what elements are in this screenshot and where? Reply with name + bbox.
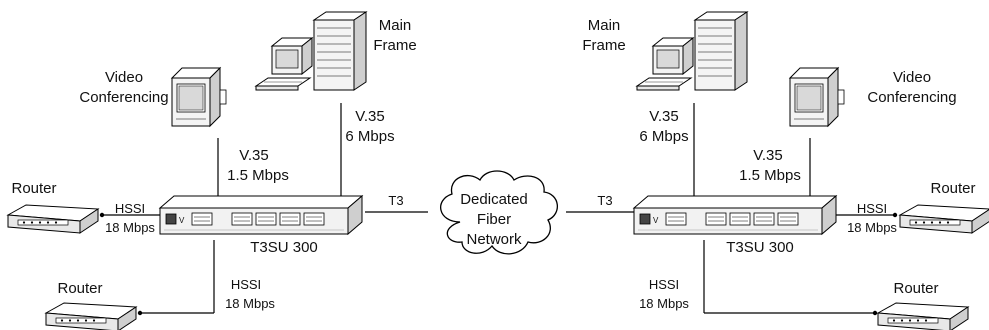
left-v35-mainframe-label-line2: 6 Mbps (345, 128, 394, 145)
left-mainframe-label-line1: Main (379, 17, 412, 34)
left-v35-mainframe-label-line1: V.35 (355, 108, 384, 125)
right-t3su-unit-icon (633, 195, 837, 235)
left-v35-video-label-line1: V.35 (239, 147, 268, 164)
left-video-label-line1: Video (105, 69, 143, 86)
left-t3-label: T3 (388, 193, 403, 208)
right-router-bottom-port-dot (872, 310, 878, 316)
left-router-top-label: Router (11, 180, 56, 197)
left-router-top-port-dot (99, 212, 105, 218)
right-router-top-port-dot (892, 212, 898, 218)
right-mainframe-label-line1: Main (588, 17, 621, 34)
right-video-label-line1: Video (893, 69, 931, 86)
left-video-conferencing-icon (171, 67, 227, 127)
left-hssi-bottom-label-line2: 18 Mbps (225, 296, 275, 311)
left-router-bottom-port-dot (137, 310, 143, 316)
right-v35-video-label-line1: V.35 (753, 147, 782, 164)
left-t3su-unit-icon (159, 195, 363, 235)
left-mainframe-icon (255, 11, 367, 91)
cloud-label-line1: Dedicated (460, 191, 528, 208)
right-hssi-top-label-line1: HSSI (857, 201, 887, 216)
right-v35-mainframe-label-line2: 6 Mbps (639, 128, 688, 145)
right-hssi-bottom-label-line1: HSSI (649, 277, 679, 292)
right-router-top-label: Router (930, 180, 975, 197)
right-t3-label: T3 (597, 193, 612, 208)
left-v35-video-label-line2: 1.5 Mbps (227, 167, 289, 184)
left-video-label-line2: Conferencing (79, 89, 168, 106)
right-t3su-label: T3SU 300 (726, 239, 794, 256)
right-mainframe-icon (636, 11, 748, 91)
right-video-label-line2: Conferencing (867, 89, 956, 106)
right-hssi-top-label-line2: 18 Mbps (847, 220, 897, 235)
right-mainframe-label-line2: Frame (582, 37, 625, 54)
left-hssi-top-label-line1: HSSI (115, 201, 145, 216)
left-router-bottom-icon (45, 302, 137, 330)
left-t3su-label: T3SU 300 (250, 239, 318, 256)
left-hssi-bottom-label-line1: HSSI (231, 277, 261, 292)
right-video-conferencing-icon (789, 67, 845, 127)
left-mainframe-label-line2: Frame (373, 37, 416, 54)
left-hssi-top-label-line2: 18 Mbps (105, 220, 155, 235)
right-router-bottom-label: Router (893, 280, 938, 297)
right-v35-mainframe-label-line1: V.35 (649, 108, 678, 125)
right-router-bottom-icon (877, 302, 969, 330)
right-v35-video-label-line2: 1.5 Mbps (739, 167, 801, 184)
left-router-bottom-label: Router (57, 280, 102, 297)
cloud-label-line2: Fiber (477, 211, 511, 228)
right-router-top-icon (899, 204, 989, 234)
right-hssi-bottom-label-line2: 18 Mbps (639, 296, 689, 311)
cloud-label-line3: Network (466, 231, 522, 248)
left-router-top-icon (7, 204, 99, 234)
